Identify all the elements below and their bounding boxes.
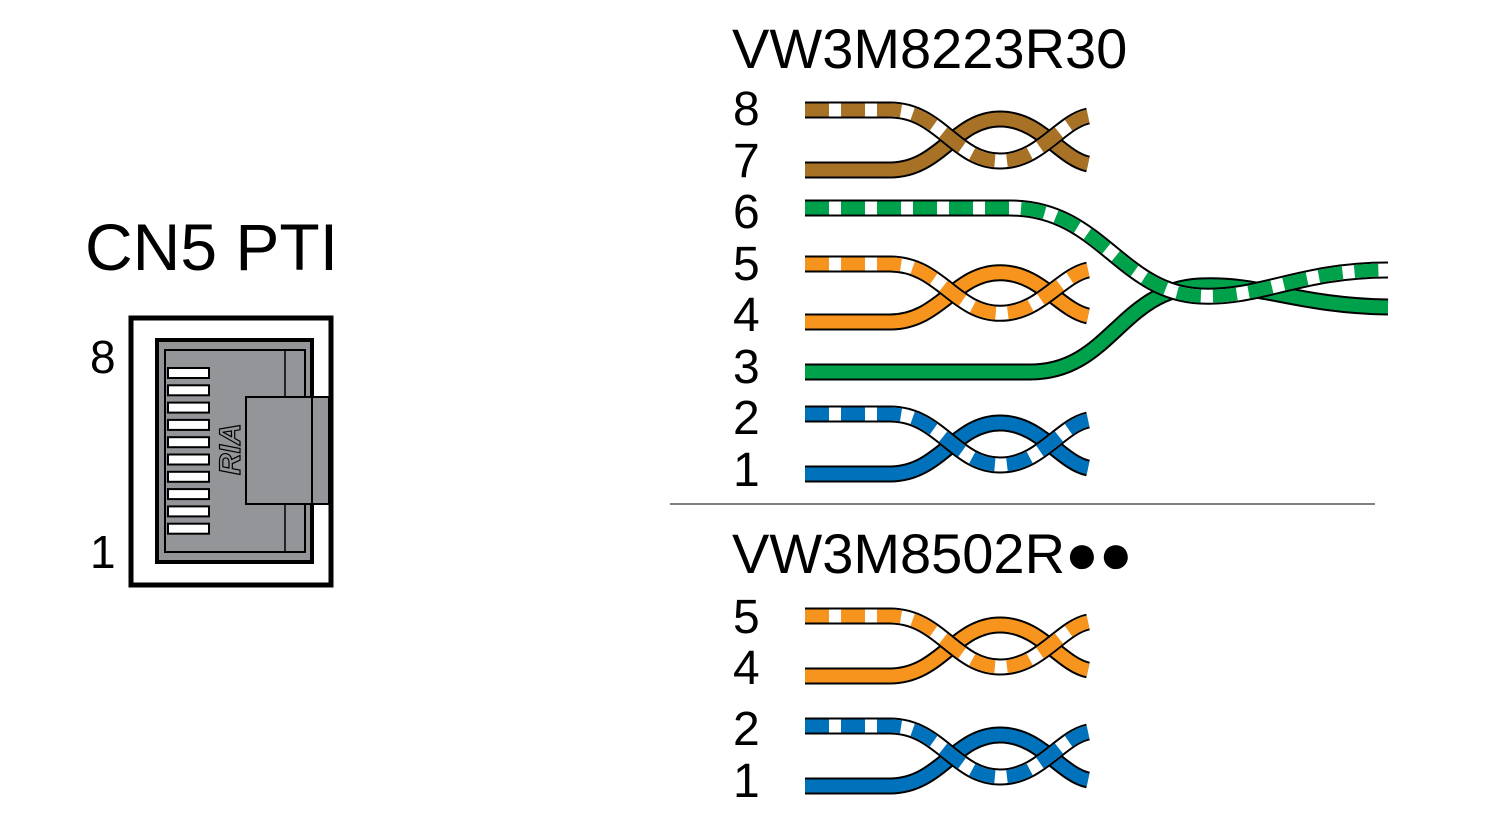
pair-5-4-striped-wire [805,255,1091,322]
pair-2-1-striped-wire [805,405,1091,474]
pair-5-4-solid-wire [805,264,1091,331]
connector-pin-1-label: 1 [90,526,116,578]
contact-pin [167,488,210,501]
pair-2-1-solid-wire [805,726,1091,795]
pin-label: 3 [733,341,760,394]
contact-pin [167,401,210,414]
connector-pin-8-label: 8 [90,331,116,383]
pin-label: 2 [733,703,760,756]
pair-5-4-striped-wire [805,607,1091,676]
wire-6-striped [805,199,1389,305]
connector-title: CN5 PTI [85,210,338,284]
contact-pin [167,384,210,397]
cable-1-wires [805,101,1389,483]
pair-8-7-striped-wire [805,101,1091,170]
pair-2-1-striped-wire [805,717,1091,786]
pin-label: 6 [733,186,760,239]
pin-label: 5 [733,238,760,291]
pair-5-4-solid-wire [805,616,1091,685]
contact-pin [167,470,210,483]
rj45-connector-icon: RIA [128,315,334,588]
wire-3-solid [805,277,1389,381]
cable-1-name: VW3M8223R30 [732,17,1127,80]
contact-pin [167,522,210,535]
pin-label: 2 [733,392,760,445]
contact-pin [167,418,210,431]
contact-pin [167,453,210,466]
pin-label: 4 [733,642,760,695]
connector-logo: RIA [214,423,247,475]
pin-label: 1 [733,755,760,808]
pin-label: 7 [733,135,760,188]
cable-2-name: VW3M8502R●● [732,522,1133,585]
pin-label: 1 [733,444,760,497]
cable-2-wires [805,607,1091,795]
pair-2-1-solid-wire [805,414,1091,483]
pair-8-7-solid-wire [805,110,1091,179]
pin-label: 5 [733,591,760,644]
contact-pin [167,436,210,449]
pin-label: 8 [733,83,760,136]
pin-label: 4 [733,289,760,342]
contact-pin [167,367,210,379]
contact-pin [167,505,210,518]
